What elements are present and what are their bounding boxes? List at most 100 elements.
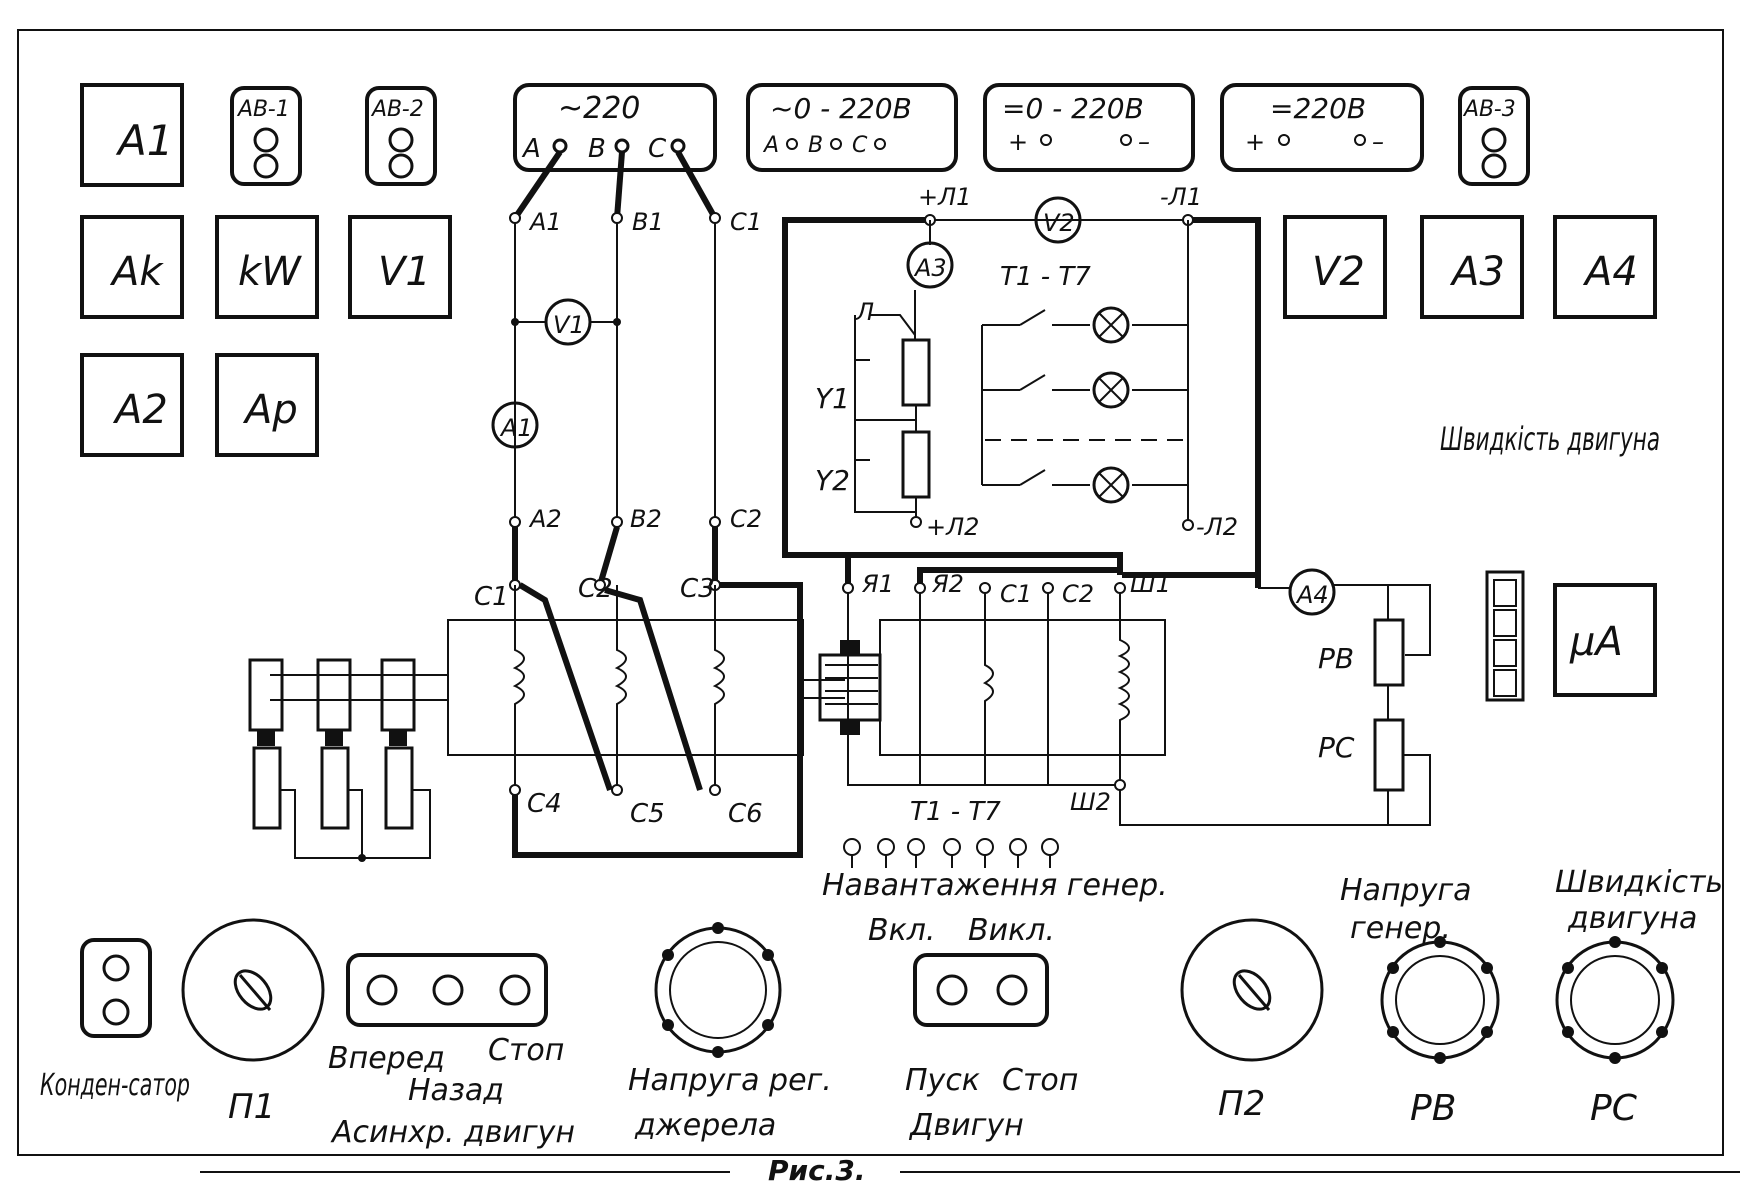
diagram-label: B	[808, 133, 823, 158]
diagram-label: -Л1	[1160, 183, 1202, 211]
diagram-label: Вперед	[328, 1041, 445, 1076]
diagram-label: kW	[238, 249, 302, 295]
diagram-label: C6	[728, 799, 763, 829]
diagram-label: A3	[913, 254, 947, 282]
diagram-label: A1	[528, 208, 562, 236]
diagram-label: РС	[1590, 1088, 1638, 1129]
diagram-label: C	[852, 133, 868, 158]
diagram-label: A1	[499, 414, 533, 442]
diagram-label: Ap	[242, 387, 298, 433]
async-motor-buttons[interactable]	[346, 953, 548, 1027]
ammeter-a4	[1288, 568, 1336, 616]
diagram-label: C2	[1062, 580, 1094, 608]
diagram-label: C5	[630, 799, 665, 829]
meter-a4: A4	[1553, 215, 1657, 319]
meter-kw: kW	[215, 215, 319, 319]
breaker-ab2[interactable]: AB-2	[365, 86, 437, 186]
voltmeter-v2	[1034, 196, 1082, 244]
source-voltage-knob[interactable]	[654, 922, 782, 1058]
meter-ak: Ak	[80, 215, 184, 319]
diagram-label: Я2	[931, 570, 964, 598]
supply-ac220: ~220 A B C	[513, 83, 717, 172]
diagram-label: джерела	[634, 1108, 776, 1143]
diagram-label: Я1	[861, 570, 894, 598]
diagram-label: μA	[1569, 619, 1623, 665]
diagram-label: T1 - T7	[910, 797, 1001, 827]
diagram-label: A	[521, 134, 541, 164]
diagram-label: Швидкість	[1555, 865, 1723, 900]
diagram-label: AB-3	[1462, 97, 1516, 122]
voltmeter-v1	[544, 298, 592, 346]
diagram-label: ~220	[558, 91, 640, 126]
load-switch-row	[843, 838, 1059, 868]
diagram-label: C	[648, 134, 667, 164]
diagram-label: Напруга рег.	[628, 1063, 832, 1098]
meter-a2: A2	[80, 353, 184, 457]
meter-microampere	[1553, 583, 1657, 697]
rotor-rheostat	[248, 658, 431, 862]
p2-switch[interactable]	[1180, 918, 1324, 1062]
diagram-label: A2	[528, 505, 562, 533]
ac-circuit: V1 A1 A1 B1 C1 A2 B2 C2 C1 C2 C3	[270, 150, 882, 858]
diagram-label: Навантаження генер.	[822, 868, 1168, 903]
supply-ac-variable: ~0 - 220В A B C	[746, 83, 958, 172]
motor-start-stop-buttons[interactable]	[913, 953, 1049, 1027]
diagram-label: ~0 - 220В	[770, 92, 912, 125]
diagram-label: Вкл.	[868, 913, 935, 948]
diagram-label: =0 - 220В	[1002, 92, 1144, 125]
diagram-label: -Л2	[1196, 513, 1238, 541]
diagram-label: Назад	[408, 1073, 504, 1108]
diagram-label: T1 - T7	[1000, 262, 1091, 292]
diagram-label: A	[762, 133, 779, 158]
diagram-label: +	[1245, 128, 1265, 156]
meter-a3: A3	[1420, 215, 1524, 319]
dc-circuit: +Л1 -Л1 V2 A3 -Л2 T1 - T7 Л +Л2 Y1 Y2	[782, 183, 1660, 948]
diagram-label: П1	[228, 1087, 275, 1127]
breaker-ab1[interactable]: AB-1	[230, 86, 302, 186]
diagram-label: B2	[630, 505, 662, 533]
diagram-label: C4	[527, 789, 562, 819]
diagram-label: Ak	[109, 249, 164, 295]
meter-a1: A1	[80, 83, 184, 187]
diagram-label: –	[1138, 128, 1150, 156]
diagram-label: =220В	[1270, 92, 1366, 125]
ammeter-a1	[491, 401, 539, 449]
diagram-label: Стоп	[488, 1033, 564, 1068]
diagram-label: V2	[1312, 249, 1365, 295]
figure-caption: Рис.3.	[768, 1154, 866, 1183]
diagram-label: B	[588, 134, 606, 164]
diagram-label: Швидкість двигуна	[1440, 420, 1660, 458]
diagram-label: V1	[378, 249, 431, 295]
diagram-label: +	[1008, 128, 1028, 156]
diagram-label: двигуна	[1567, 901, 1697, 936]
diagram-label: C1	[730, 208, 762, 236]
diagram-label: C1	[1000, 580, 1032, 608]
meter-ap: Ap	[215, 353, 319, 457]
speed-indicator	[1485, 570, 1525, 702]
diagram-label: AB-2	[370, 97, 424, 122]
diagram-label: Ш2	[1070, 788, 1111, 816]
diagram-label: +Л1	[918, 183, 971, 211]
diagram-label: A3	[1449, 249, 1505, 295]
diagram-label: –	[1372, 128, 1384, 156]
panel-frame	[17, 29, 1724, 1156]
diagram-label: Ш1	[1130, 570, 1171, 598]
meter-v2: V2	[1283, 215, 1387, 319]
breaker-ab3[interactable]: AB-3	[1458, 86, 1530, 186]
diagram-label: Двигун	[908, 1108, 1024, 1143]
diagram-label: C1	[474, 582, 509, 612]
diagram-label: РВ	[1318, 642, 1354, 675]
p1-switch[interactable]	[181, 918, 325, 1062]
ammeter-a3	[906, 241, 954, 289]
diagram-label: A1	[115, 116, 173, 165]
diagram-label: A2	[112, 387, 168, 433]
generator-voltage-knob[interactable]	[1380, 936, 1500, 1064]
diagram-label: РВ	[1410, 1088, 1456, 1129]
capacitor-switch[interactable]	[80, 938, 152, 1038]
diagram-label: П2	[1218, 1084, 1265, 1124]
diagram-label: AB-1	[236, 97, 290, 122]
diagram-label: Л	[855, 298, 874, 326]
capacitor-label: Конден-сатор	[40, 1068, 190, 1103]
motor-speed-knob[interactable]	[1555, 936, 1675, 1064]
meter-v1: V1	[348, 215, 452, 319]
